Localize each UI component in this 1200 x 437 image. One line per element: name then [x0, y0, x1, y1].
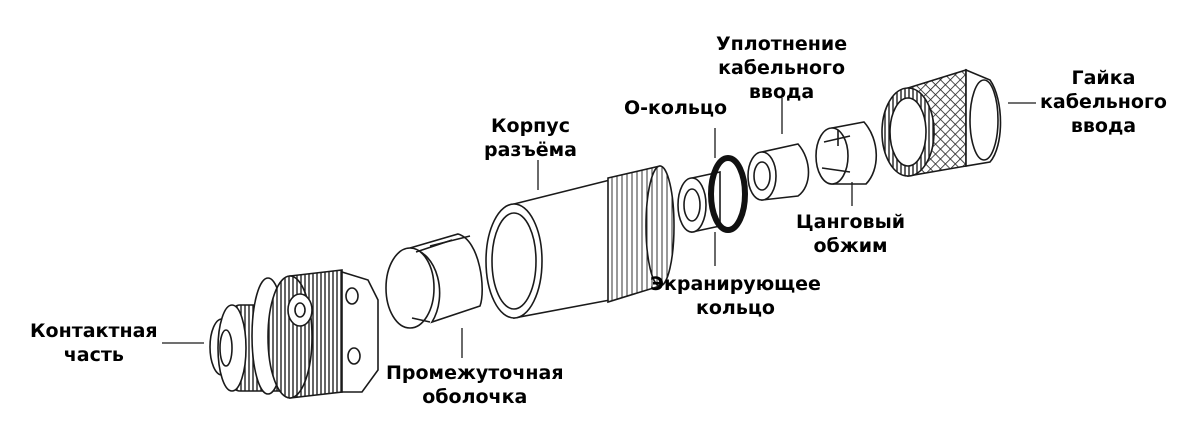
label-connector-body: Корпус разъёма [484, 114, 577, 162]
connector-body-drawing [485, 165, 675, 319]
label-intermediate-shell-line1: Промежуточная [386, 362, 564, 384]
label-contact-part: Контактная часть [30, 319, 158, 367]
label-shielding-ring: Экранирующее кольцо [650, 272, 821, 320]
label-cable-seal-line2: кабельного [718, 57, 846, 79]
label-cable-seal: Уплотнение кабельного ввода [716, 32, 847, 104]
label-collet-clamp-line2: обжим [813, 235, 888, 257]
label-collet-clamp-line1: Цанговый [796, 211, 906, 233]
leader-lines [162, 98, 1036, 358]
label-contact-part-line1: Контактная [30, 320, 158, 342]
label-cable-seal-line3: ввода [748, 81, 815, 103]
intermediate-shell-drawing [385, 233, 483, 329]
label-cable-gland-nut-line1: Гайка [1071, 67, 1136, 89]
cable-gland-nut-drawing [881, 68, 1002, 177]
label-shielding-ring-line2: кольцо [695, 297, 775, 319]
label-cable-gland-nut-line2: кабельного [1040, 91, 1167, 113]
label-connector-body-line1: Корпус [491, 115, 570, 137]
label-o-ring: О-кольцо [624, 96, 727, 120]
label-intermediate-shell-line2: оболочка [422, 386, 528, 408]
label-o-ring-line1: О-кольцо [624, 97, 728, 119]
label-cable-seal-line1: Уплотнение [716, 33, 848, 55]
cable-seal-drawing [747, 143, 810, 201]
label-shielding-ring-line1: Экранирующее [650, 273, 821, 295]
collet-clamp-drawing [815, 121, 877, 185]
contact-part-drawing [209, 269, 379, 399]
label-connector-body-line2: разъёма [484, 139, 577, 161]
label-contact-part-line2: часть [63, 344, 124, 366]
label-cable-gland-nut-line3: ввода [1070, 115, 1137, 137]
o-ring-drawing [708, 155, 748, 233]
label-intermediate-shell: Промежуточная оболочка [386, 361, 564, 409]
label-collet-clamp: Цанговый обжим [796, 210, 905, 258]
label-cable-gland-nut: Гайка кабельного ввода [1040, 66, 1167, 138]
